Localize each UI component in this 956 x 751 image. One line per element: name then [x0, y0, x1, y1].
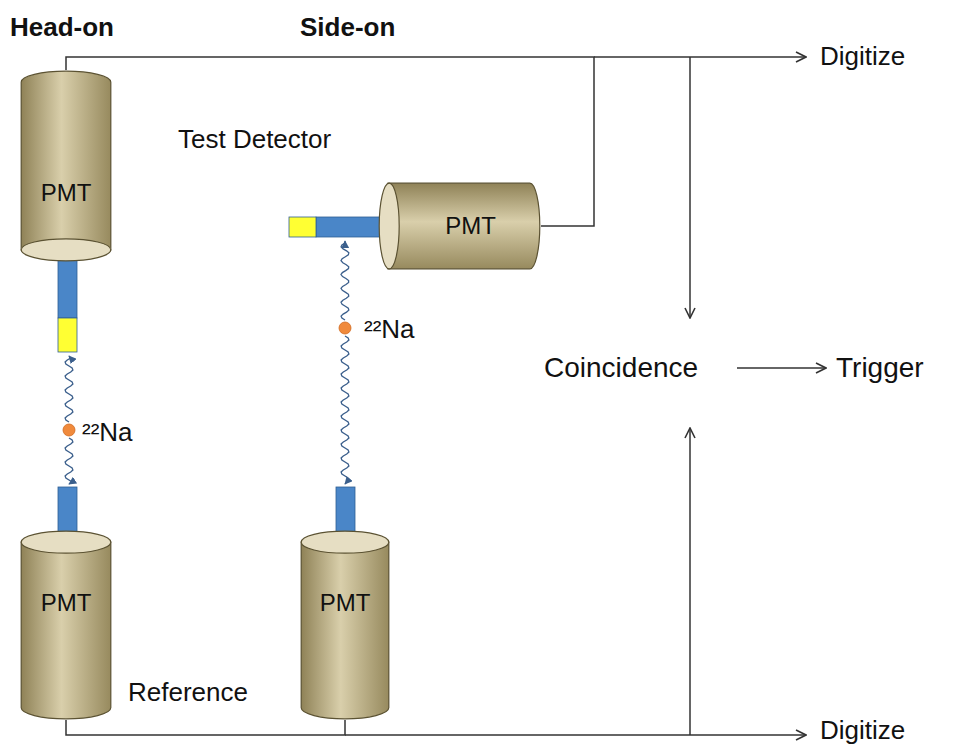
pmt-window — [301, 531, 389, 553]
column-heading: Side-on — [300, 13, 395, 43]
digitize-arrow — [594, 56, 806, 58]
crystal-end — [58, 318, 77, 352]
pmt-body — [21, 71, 111, 250]
pmt-cylinder: PMT — [378, 182, 541, 270]
output-label: Digitize — [820, 716, 905, 746]
source-label: ²²Na — [364, 315, 415, 345]
source-dot — [339, 322, 351, 334]
digitize-arrow — [345, 734, 806, 736]
pmt-label: PMT — [320, 590, 371, 616]
pmt-label: PMT — [41, 590, 92, 616]
source-label: ²²Na — [82, 418, 133, 448]
source-dot — [63, 424, 75, 436]
pmt-outline — [20, 70, 112, 262]
gamma-ray — [65, 356, 73, 422]
pmt-outline — [20, 530, 112, 720]
logic-label: Coincidence — [544, 352, 698, 384]
coincidence-input-arrow — [689, 57, 691, 318]
crystal-bar — [316, 217, 388, 237]
output-label: Digitize — [820, 42, 905, 72]
signal-wire — [66, 720, 345, 735]
trigger-arrow — [737, 367, 826, 369]
pmt-cylinder: PMT — [20, 530, 112, 720]
part-label: Reference — [128, 678, 248, 708]
signal-wire — [345, 57, 826, 735]
crystal-end — [289, 217, 316, 237]
pmt-window — [21, 239, 111, 261]
gamma-ray — [65, 438, 73, 484]
pmt-body — [301, 542, 389, 719]
column-heading: Head-on — [10, 13, 114, 43]
coincidence-input-arrow — [689, 428, 691, 735]
pmt-cylinder: PMT — [20, 70, 112, 262]
part-label: Test Detector — [178, 125, 331, 155]
gamma-ray — [341, 241, 349, 320]
pmt-body — [21, 542, 111, 719]
output-label: Trigger — [836, 352, 924, 384]
crystal-bar — [58, 252, 77, 318]
pmt-window — [21, 531, 111, 553]
pmt-label: PMT — [41, 180, 92, 206]
pmt-outline — [300, 530, 390, 720]
pmt-window — [379, 183, 399, 269]
gamma-ray — [65, 241, 349, 484]
pmt-cylinder: PMT — [300, 530, 390, 720]
gamma-ray — [341, 336, 349, 484]
pmt-label: PMT — [445, 213, 496, 239]
pmt-body — [388, 183, 540, 269]
scintillator-crystal — [58, 217, 388, 542]
